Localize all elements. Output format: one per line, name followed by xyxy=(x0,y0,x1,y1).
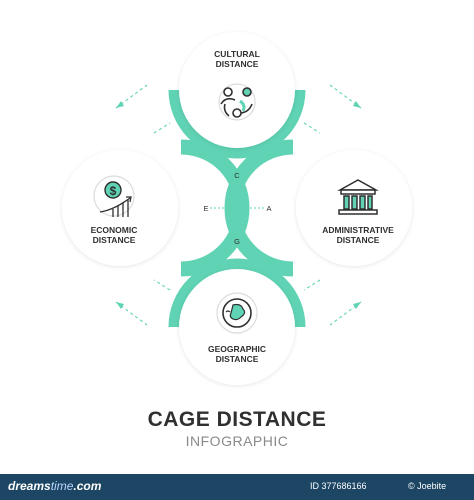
footer-image-id: ID 377686166 xyxy=(310,481,367,491)
svg-text:$: $ xyxy=(110,184,117,198)
node-economic-label-1: ECONOMIC xyxy=(91,225,138,235)
connector-inner-br xyxy=(303,279,321,291)
footer-brand-logo: dreamstime.com xyxy=(8,479,101,493)
people-circle-icon xyxy=(218,83,256,121)
main-title: CAGE DISTANCE xyxy=(147,408,327,431)
connector-inner-bl xyxy=(153,279,171,291)
node-economic-label-2: DISTANCE xyxy=(93,235,136,245)
footer-credit: © Joebite xyxy=(408,481,447,491)
arc-top xyxy=(168,89,306,159)
footer-brand-part-2: time xyxy=(50,479,74,493)
node-geographic-label-1: GEOGRAPHIC xyxy=(208,344,266,354)
node-cultural-label-2: DISTANCE xyxy=(216,59,259,69)
footer-brand-part-1: dreams xyxy=(8,479,51,493)
footer-bar: dreamstime.com ID 377686166 © Joebite xyxy=(0,474,474,500)
connector-inner-tr xyxy=(303,122,321,134)
footer-brand-part-3: .com xyxy=(73,479,102,493)
compass-center-dot xyxy=(228,199,246,217)
node-administrative-label-1: ADMINISTRATIVE xyxy=(322,225,394,235)
arrowhead-bl xyxy=(116,302,124,309)
arrowhead-br xyxy=(353,302,361,309)
node-cultural-label-1: CULTURAL xyxy=(214,49,260,59)
node-administrative-label-2: DISTANCE xyxy=(337,235,380,245)
connector-inner-tl xyxy=(153,122,171,134)
sub-title: INFOGRAPHIC xyxy=(185,433,289,449)
dollar-growth-chart-icon: $ xyxy=(93,175,135,217)
arrowhead-tl xyxy=(116,101,124,108)
node-geographic-label-2: DISTANCE xyxy=(216,354,259,364)
arc-bottom xyxy=(168,258,306,328)
government-building-icon xyxy=(337,179,379,215)
arrowhead-tr xyxy=(353,101,361,108)
node-cultural-circle xyxy=(179,32,295,148)
compass-label-top: C xyxy=(234,171,240,180)
globe-icon xyxy=(216,292,258,334)
compass-label-left: E xyxy=(203,204,208,213)
compass-label-right: A xyxy=(266,204,271,213)
compass-label-bottom: G xyxy=(234,237,240,246)
